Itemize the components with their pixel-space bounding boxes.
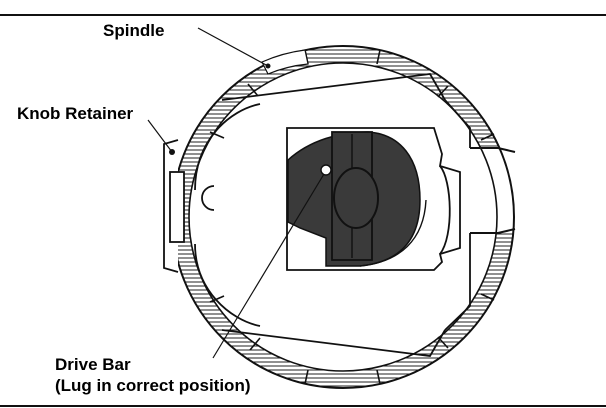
leader-dots <box>169 63 271 155</box>
inner-body-outline <box>194 73 471 357</box>
drive-bar-label: Drive Bar (Lug in correct position) <box>55 354 251 396</box>
bottom-border-rule <box>0 405 606 407</box>
leader-lines <box>147 27 325 359</box>
drive-bar-label-line1: Drive Bar <box>55 355 131 374</box>
spindle-label: Spindle <box>103 21 165 40</box>
knob-retainer-tab <box>163 139 215 273</box>
knob-retainer-label: Knob Retainer <box>17 104 134 123</box>
top-border-rule <box>0 14 606 16</box>
drive-bar-label-line2: (Lug in correct position) <box>55 376 251 395</box>
drive-bar-lug <box>287 131 427 267</box>
